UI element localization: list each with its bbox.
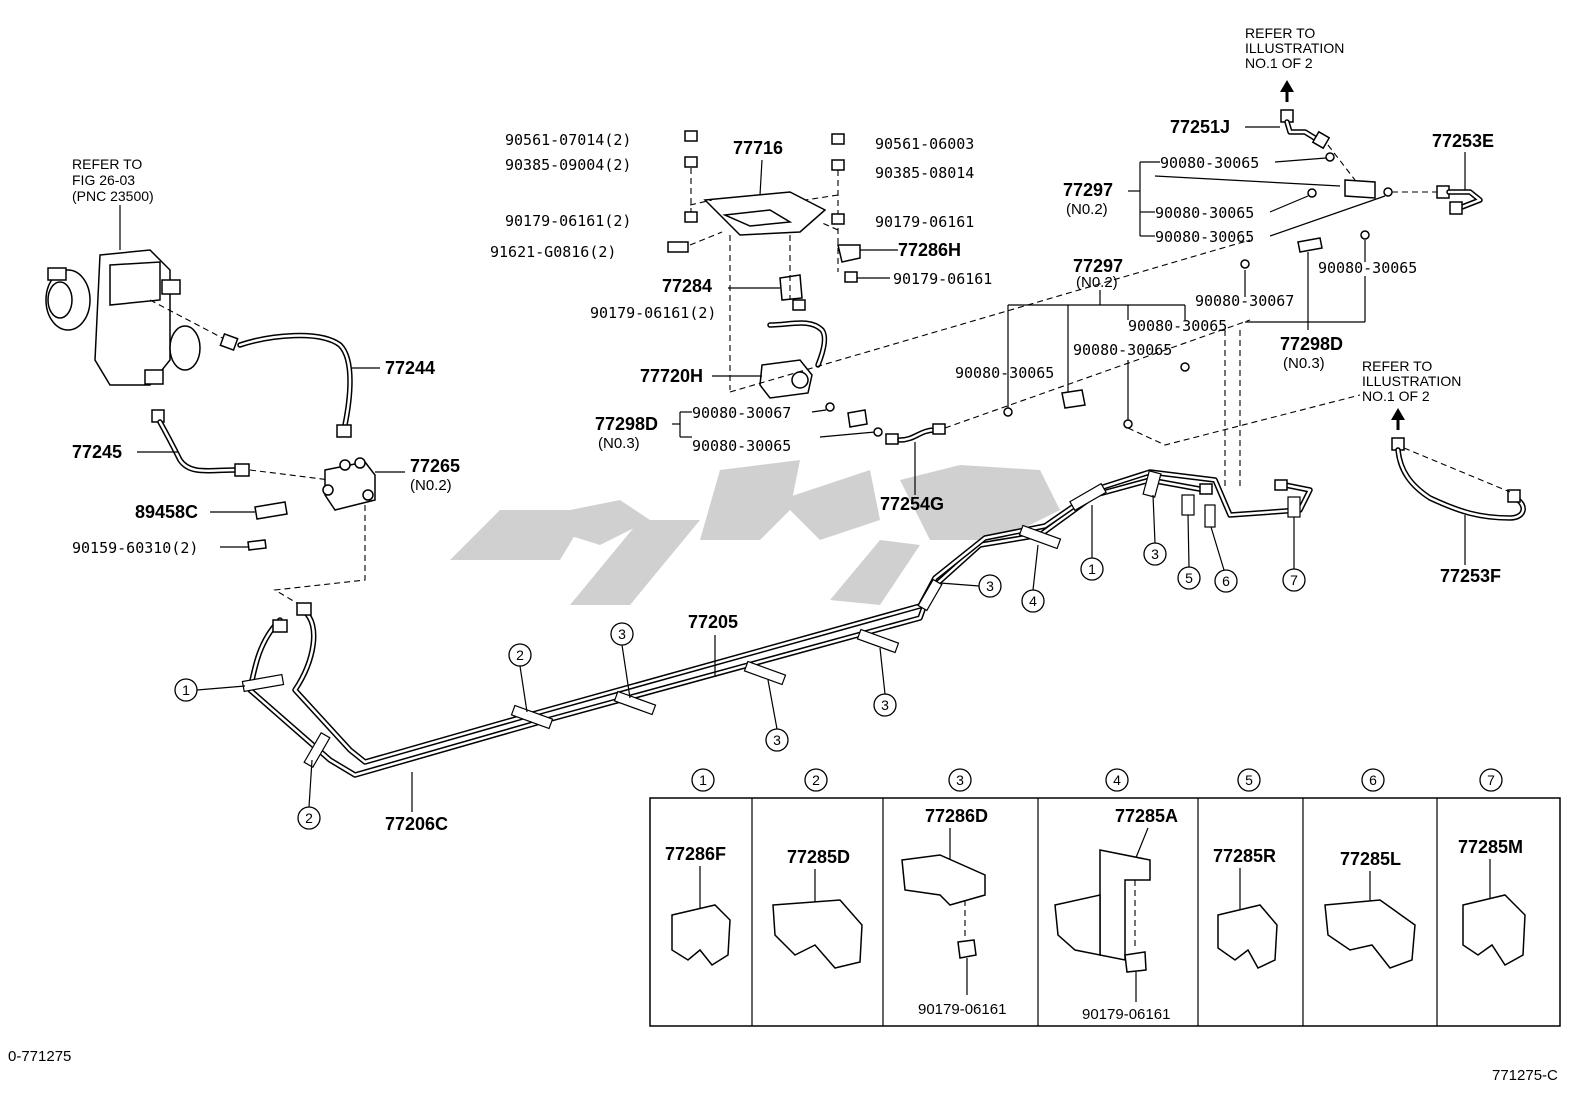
label-77297-center-note: (N0.2) (1076, 274, 1118, 291)
label-90080-f: 90080-30065 (1128, 317, 1227, 335)
panel-1-num: 1 (699, 772, 707, 788)
brake-line-main: 77205 77206C (241, 469, 1313, 834)
label-77286H: 77286H (898, 240, 961, 260)
callout-3-e: 3 (1151, 546, 1159, 562)
label-91621: 91621-G0816(2) (490, 243, 616, 261)
refer-note-mid-3: NO.1 OF 2 (1362, 388, 1430, 404)
label-77297-top-note: (N0.2) (1066, 201, 1108, 218)
footer-left-code: 0-771275 (8, 1048, 71, 1065)
label-77265: 77265 (410, 456, 460, 476)
label-90385-a: 90385-09004(2) (505, 156, 631, 174)
label-77298D-right: 77298D (1280, 334, 1343, 354)
label-90080-d: 90080-30065 (1318, 259, 1417, 277)
panel-2-num: 2 (812, 772, 820, 788)
refer-note-left-1: REFER TO (72, 156, 142, 172)
label-77265-note: (N0.2) (410, 477, 452, 494)
label-77244: 77244 (385, 358, 435, 378)
panel-5-part: 77285R (1213, 846, 1276, 866)
callout-1-right: 1 (1088, 561, 1096, 577)
pipe-77245: 77245 (72, 409, 331, 481)
label-77206C: 77206C (385, 814, 448, 834)
label-90179-d: 90179-06161(2) (590, 304, 716, 322)
label-77245: 77245 (72, 442, 122, 462)
panel-5-num: 5 (1245, 772, 1253, 788)
clamp-panel: 1 77286F 2 77285D 3 77286D 90179-06161 4… (649, 768, 1561, 1027)
panel-7-num: 7 (1487, 772, 1495, 788)
label-77716: 77716 (733, 138, 783, 158)
callout-2-top: 2 (516, 647, 524, 663)
label-90080-j: 90080-30065 (692, 437, 791, 455)
panel-4-num: 4 (1113, 772, 1121, 788)
refer-note-mid-2: ILLUSTRATION (1362, 373, 1461, 389)
label-77297-center: 77297 (1073, 256, 1123, 276)
label-90561-a: 90561-07014(2) (505, 131, 631, 149)
callout-3-a: 3 (618, 626, 626, 642)
panel-3-num: 3 (956, 772, 964, 788)
label-77254G: 77254G (880, 494, 944, 514)
label-77298D-left: 77298D (595, 414, 658, 434)
refer-note-mid-1: REFER TO (1362, 358, 1432, 374)
valve-77265: 77265 (N0.2) 89458C 90159-60310(2) (72, 456, 460, 606)
label-77205: 77205 (688, 612, 738, 632)
panel-4-sub: 90179-06161 (1082, 1006, 1170, 1023)
bracket-77716: 90561-07014(2) 90385-09004(2) 90179-0616… (490, 130, 992, 390)
group-top-right: REFER TO ILLUSTRATION NO.1 OF 2 77251J 7… (1063, 25, 1494, 372)
valve-assembly: REFER TO FIG 26-03 (PNC 23500) (45, 156, 201, 386)
watermark-logo (450, 460, 1060, 605)
panel-6-num: 6 (1369, 772, 1377, 788)
callout-6: 6 (1222, 573, 1230, 589)
pipe-77244: 77244 (149, 299, 435, 438)
panel-6-part: 77285L (1340, 849, 1401, 869)
label-77298D-right-note: (N0.3) (1283, 355, 1325, 372)
panel-1-part: 77286F (665, 844, 726, 864)
label-77253F: 77253F (1440, 566, 1501, 586)
callout-3-c: 3 (881, 697, 889, 713)
label-90385-b: 90385-08014 (875, 164, 974, 182)
group-77297-center: 77297 (N0.2) 90080-30065 90080-30065 900… (955, 256, 1361, 490)
refer-note-top-2: ILLUSTRATION (1245, 40, 1344, 56)
label-90080-h: 90080-30065 (955, 364, 1054, 382)
panel-3-part: 77286D (925, 806, 988, 826)
refer-note-left-3: (PNC 23500) (72, 188, 154, 204)
panel-3-sub: 90179-06161 (918, 1001, 1006, 1018)
label-90080-a: 90080-30065 (1160, 154, 1259, 172)
panel-2-part: 77285D (787, 847, 850, 867)
label-90179-c: 90179-06161 (893, 270, 992, 288)
footer-right-code: 771275-C (1492, 1067, 1558, 1084)
label-90080-g: 90080-30065 (1073, 341, 1172, 359)
label-90080-e: 90080-30067 (1195, 292, 1294, 310)
callout-1-left: 1 (182, 682, 190, 698)
label-90080-i: 90080-30067 (692, 404, 791, 422)
label-90080-b: 90080-30065 (1155, 204, 1254, 222)
pipe-77253F: REFER TO ILLUSTRATION NO.1 OF 2 77253F (1362, 358, 1526, 586)
refer-note-top-3: NO.1 OF 2 (1245, 55, 1313, 71)
callout-2-bottom: 2 (305, 810, 313, 826)
label-90179-b: 90179-06161 (875, 213, 974, 231)
callout-7: 7 (1290, 572, 1298, 588)
label-77284: 77284 (662, 276, 712, 296)
label-90159: 90159-60310(2) (72, 539, 198, 557)
label-90179-a: 90179-06161(2) (505, 212, 631, 230)
pipe-77254G: 77254G (880, 319, 1251, 514)
callout-5: 5 (1185, 570, 1193, 586)
callouts: 1 2 2 3 3 3 3 4 1 3 5 6 (174, 494, 1306, 830)
label-89458C: 89458C (135, 502, 198, 522)
label-77297-top: 77297 (1063, 180, 1113, 200)
refer-note-left-2: FIG 26-03 (72, 172, 135, 188)
label-77251J: 77251J (1170, 117, 1230, 137)
panel-7-part: 77285M (1458, 837, 1523, 857)
switch-77720H: 77720H 77298D (N0.3) 90080-30067 90080-3… (595, 239, 1251, 455)
label-90080-c: 90080-30065 (1155, 228, 1254, 246)
refer-note-top-1: REFER TO (1245, 25, 1315, 41)
callout-3-d: 3 (986, 578, 994, 594)
callout-3-b: 3 (773, 732, 781, 748)
panel-4-part: 77285A (1115, 806, 1178, 826)
label-77253E: 77253E (1432, 131, 1494, 151)
label-90561-b: 90561-06003 (875, 135, 974, 153)
label-77298D-left-note: (N0.3) (598, 435, 640, 452)
callout-4: 4 (1029, 593, 1037, 609)
label-77720H: 77720H (640, 366, 703, 386)
